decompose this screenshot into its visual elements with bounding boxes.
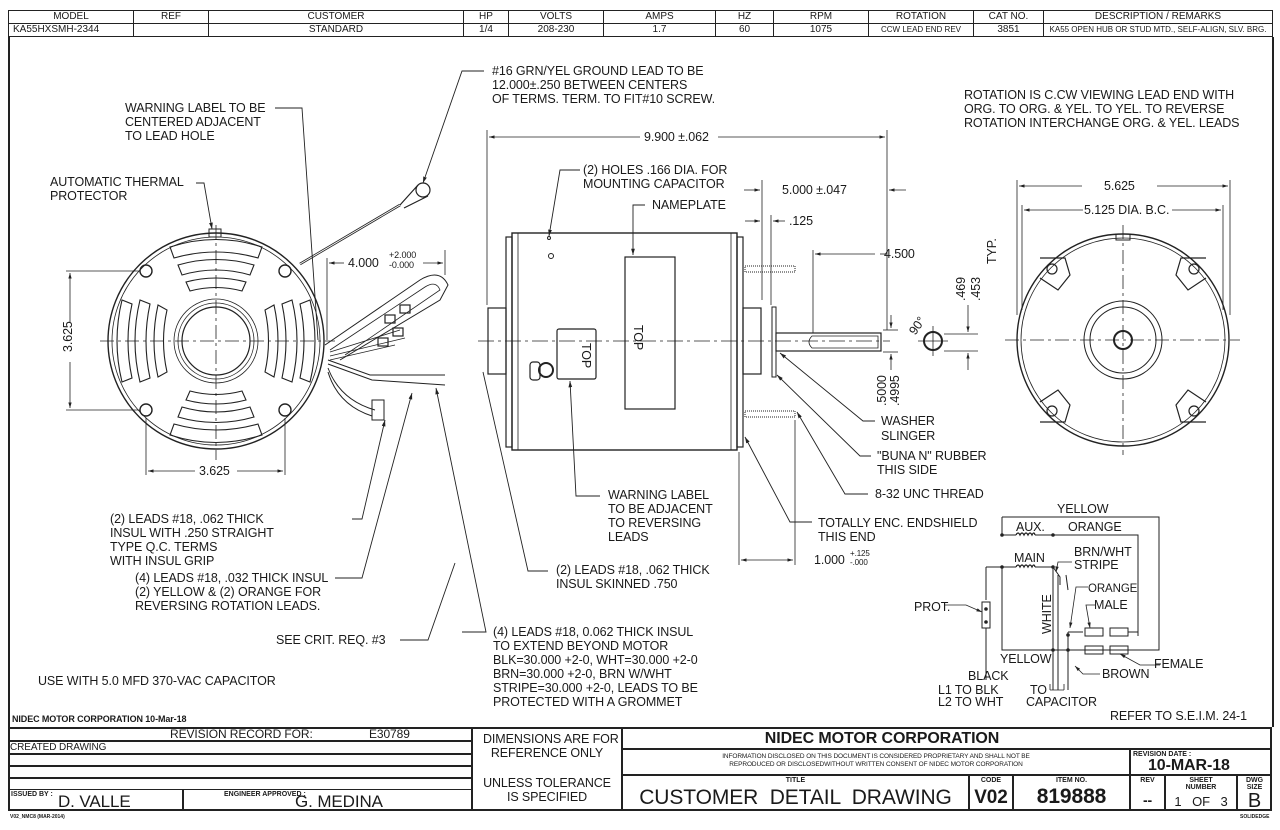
- dims-note-2b: IS SPECIFIED: [506, 790, 588, 804]
- software-label: SOLIDEDGE: [1240, 814, 1270, 820]
- issued-by-label: ISSUED BY :: [11, 791, 53, 798]
- wire-yellow-bottom: YELLOW: [1000, 652, 1052, 666]
- value-model: KA55HXSMH-2344: [8, 23, 134, 37]
- note-refer: REFER TO S.E.I.M. 24-1: [1110, 709, 1247, 723]
- sheet-number: 1 OF 3: [1174, 794, 1228, 809]
- note-capacitor-use: USE WITH 5.0 MFD 370-VAC CAPACITOR: [38, 674, 276, 688]
- company-name: NIDEC MOTOR CORPORATION: [764, 730, 1000, 747]
- wire-main: MAIN: [1014, 551, 1045, 565]
- dim-endshield-tol-minus: -.000: [850, 558, 868, 567]
- title-label: TITLE: [785, 777, 806, 784]
- proprietary-1: INFORMATION DISCLOSED ON THIS DOCUMENT I…: [722, 753, 1030, 760]
- capacitor-top-label: TOP: [579, 343, 593, 369]
- value-hz: 60: [715, 23, 774, 37]
- sheet-label-2: NUMBER: [1185, 784, 1217, 791]
- wire-brn-wht-1: BRN/WHT: [1074, 545, 1132, 559]
- end-housing-outer: [107, 232, 325, 450]
- dim-endshield-len: 1.000: [814, 553, 845, 567]
- dim-washer-gap: .125: [789, 214, 813, 228]
- shaft: [775, 332, 882, 352]
- dim-overall-length: 9.900 ±.062: [644, 130, 709, 144]
- wire-yellow-top: YELLOW: [1057, 502, 1109, 516]
- rev-label: REV: [1140, 777, 1155, 784]
- wire-white: WHITE: [1040, 594, 1054, 634]
- engineer-label: ENGINEER APPROVED :: [224, 791, 306, 798]
- vent-slots: [116, 238, 316, 444]
- nameplate: [624, 256, 676, 410]
- wire-capacitor: CAPACITOR: [1026, 695, 1097, 709]
- item-label: ITEM NO.: [1055, 777, 1088, 784]
- wire-orange: ORANGE: [1088, 583, 1138, 595]
- wire-prot: PROT.: [914, 600, 951, 614]
- revision-record-value: E30789: [369, 727, 410, 741]
- created-drawing: CREATED DRAWING: [10, 742, 107, 753]
- dim-body-dia: 5.625: [1104, 179, 1135, 193]
- dim-endshield-tol-plus: +.125: [850, 549, 870, 558]
- grommet: [538, 362, 554, 378]
- note-nameplate: NAMEPLATE: [652, 198, 726, 212]
- spec-table: MODEL REF CUSTOMER HP VOLTS AMPS HZ RPM …: [8, 10, 1273, 37]
- wire-aux: AUX.: [1016, 520, 1045, 534]
- dim-bolt-circle: 5.125 DIA. B.C.: [1084, 203, 1170, 217]
- wire-to: TO: [1030, 683, 1047, 697]
- spec-value-row: KA55HXSMH-2344 STANDARD 1/4 208-230 1.7 …: [8, 23, 1273, 37]
- thermal-protector: [208, 228, 222, 238]
- protector-symbol: [981, 601, 991, 629]
- lead-end-view: [66, 182, 449, 475]
- dwg-size: B: [1247, 790, 1262, 812]
- wiring-diagram: [945, 516, 1160, 691]
- dim-bolt-vertical: 3.625: [61, 321, 75, 352]
- wire-female: FEMALE: [1154, 657, 1204, 671]
- dim-flat-469: .469: [954, 277, 968, 301]
- proprietary-2: REPRODUCED OR DISCLOSEDWITHOUT WRITTEN C…: [729, 761, 1023, 768]
- drawing-title: CUSTOMER DETAIL DRAWING: [639, 786, 952, 809]
- dim-shaft-length: 4.500: [884, 247, 915, 261]
- dim-bolt-horizontal: 3.625: [199, 464, 230, 478]
- item-number: 819888: [1036, 785, 1107, 808]
- dims-note-1b: REFERENCE ONLY: [490, 746, 604, 760]
- mounting-ears: [1039, 257, 1207, 423]
- wire-brown: BROWN: [1102, 667, 1150, 681]
- dim-stud-length: 5.000 ±.047: [782, 183, 847, 197]
- value-volts: 208-230: [508, 23, 604, 37]
- sheet-label-1: SHEET: [1189, 777, 1213, 784]
- code-label: CODE: [980, 777, 1002, 784]
- dim-lead-length: 4.000: [348, 256, 379, 270]
- leader-lines: [196, 70, 875, 641]
- dims-note-1a: DIMENSIONS ARE FOR: [483, 732, 619, 746]
- note-crit-req: SEE CRIT. REQ. #3: [276, 633, 386, 647]
- drawing-frame: [8, 37, 1274, 727]
- shaft-end-view: [1005, 180, 1240, 455]
- wire-brn-wht-2: STRIPE: [1074, 558, 1119, 572]
- form-code: V02_NMC8 (MAR-2014): [10, 814, 65, 820]
- dwg-size-label-2: SIZE: [1246, 784, 1263, 791]
- hub-bore: [181, 306, 251, 376]
- dim-lead-tol-plus: +2.000: [389, 250, 417, 260]
- code-value: V02: [974, 787, 1008, 808]
- issued-by: D. VALLE: [58, 792, 131, 811]
- wire-l1: L1 TO BLK: [938, 683, 999, 697]
- rev-value: --: [1142, 792, 1153, 808]
- revision-record-label: REVISION RECORD FOR:: [170, 727, 313, 741]
- dims-note-2a: UNLESS TOLERANCE: [483, 776, 611, 790]
- capacitor-box: [556, 328, 597, 380]
- wire-l2: L2 TO WHT: [938, 695, 1004, 709]
- wire-black: BLACK: [968, 669, 1009, 683]
- note-thread: 8-32 UNC THREAD: [875, 487, 984, 501]
- value-description: KA55 OPEN HUB OR STUD MTD., SELF-ALIGN, …: [1043, 23, 1273, 37]
- dim-flat-453: .453: [969, 277, 983, 301]
- dim-flat-typ: TYP.: [985, 238, 999, 264]
- corp-date-stamp: NIDEC MOTOR CORPORATION 10-Mar-18: [12, 714, 187, 724]
- engineer: G. MEDINA: [295, 792, 383, 811]
- dim-lead-tol-minus: -0.000: [389, 260, 414, 270]
- revision-date: 10-MAR-18: [1148, 757, 1230, 774]
- wire-male: MALE: [1094, 598, 1128, 612]
- revision-date-label: REVISION DATE :: [1133, 751, 1192, 758]
- dwg-size-label-1: DWG: [1245, 777, 1264, 784]
- wire-orange-top: ORANGE: [1068, 520, 1122, 534]
- value-rotation: CCW LEAD END REV: [868, 23, 974, 37]
- side-view: [478, 130, 978, 565]
- nameplate-top-label: TOP: [631, 325, 645, 351]
- dim-shaft-min: .4995: [888, 375, 902, 406]
